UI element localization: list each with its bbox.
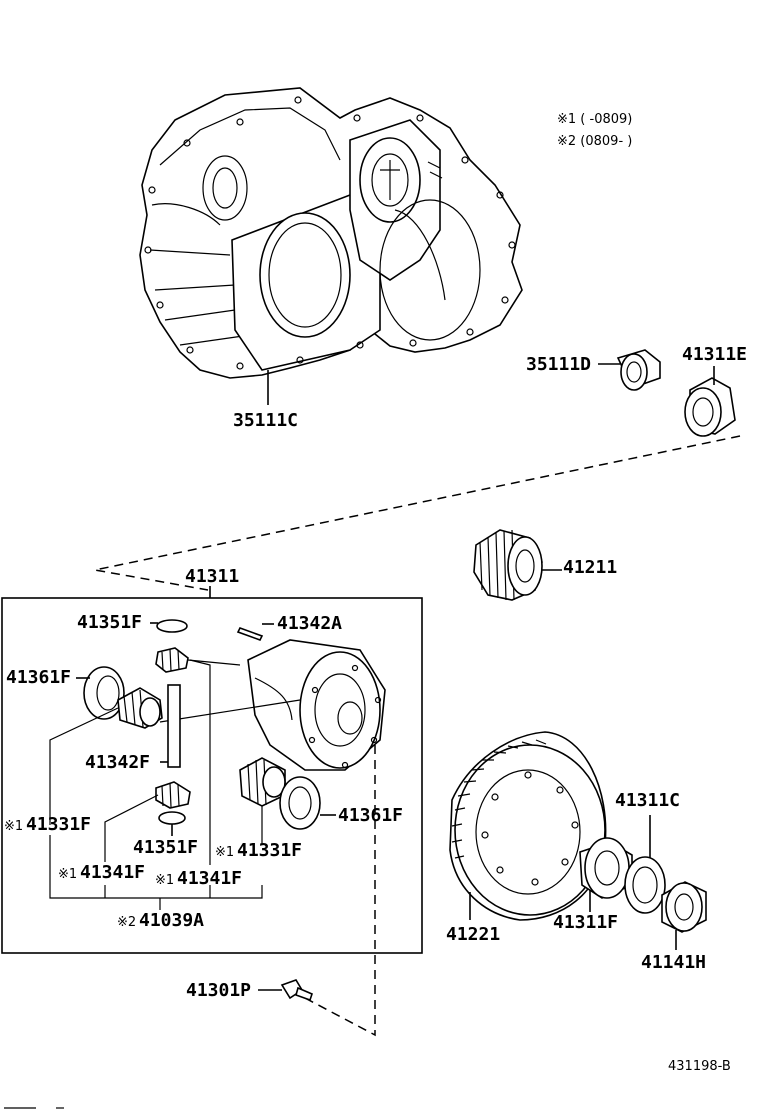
mark-41331F-right: ※1 bbox=[215, 845, 234, 860]
gear-41211-drawing[interactable] bbox=[473, 529, 543, 601]
differential-assembly-frame bbox=[1, 597, 423, 954]
label-41311F[interactable]: 41311F bbox=[553, 912, 618, 933]
bearing-race-41311C-drawing[interactable] bbox=[624, 856, 666, 914]
pinion-shaft-41342F-drawing[interactable] bbox=[167, 684, 181, 768]
bolt-41301P-drawing[interactable] bbox=[280, 979, 313, 1002]
label-41311[interactable]: 41311 bbox=[185, 566, 239, 587]
label-41341F-right[interactable]: 41341F bbox=[177, 868, 242, 889]
label-41331F-left[interactable]: 41331F bbox=[26, 814, 91, 835]
washer-41361F-right-drawing[interactable] bbox=[279, 776, 321, 830]
pinion-gear-top-drawing[interactable] bbox=[155, 647, 189, 673]
note-1: ※1 ( -0809) bbox=[557, 112, 632, 127]
ring-gear-41221-drawing[interactable] bbox=[449, 731, 607, 921]
label-41039A[interactable]: 41039A bbox=[139, 910, 204, 931]
label-41311E[interactable]: 41311E bbox=[682, 344, 747, 365]
label-41311C[interactable]: 41311C bbox=[615, 790, 680, 811]
label-41342A[interactable]: 41342A bbox=[277, 613, 342, 634]
catalog-code: 431198-B bbox=[668, 1059, 731, 1074]
side-gear-left-drawing[interactable] bbox=[117, 687, 163, 729]
label-41351F-top[interactable]: 41351F bbox=[77, 612, 142, 633]
mark-41331F-left: ※1 bbox=[4, 819, 23, 834]
label-41211[interactable]: 41211 bbox=[563, 557, 617, 578]
label-41342F[interactable]: 41342F bbox=[85, 752, 150, 773]
pinion-gear-bottom-drawing[interactable] bbox=[155, 781, 191, 809]
transaxle-housing-drawing[interactable] bbox=[139, 87, 523, 379]
label-41361F-right[interactable]: 41361F bbox=[338, 805, 403, 826]
note-2: ※2 (0809- ) bbox=[557, 134, 632, 149]
mark-41341F-left: ※1 bbox=[58, 867, 77, 882]
label-41141H[interactable]: 41141H bbox=[641, 952, 706, 973]
side-gear-right-drawing[interactable] bbox=[239, 757, 286, 807]
label-41361F-left[interactable]: 41361F bbox=[6, 667, 71, 688]
label-41331F-right[interactable]: 41331F bbox=[237, 840, 302, 861]
pin-41342A-drawing[interactable] bbox=[236, 627, 264, 641]
label-41301P[interactable]: 41301P bbox=[186, 980, 251, 1001]
bearing-41311E-drawing[interactable] bbox=[684, 377, 736, 437]
mark-41039A: ※2 bbox=[117, 915, 136, 930]
label-41341F-left[interactable]: 41341F bbox=[80, 862, 145, 883]
label-41351F-bottom[interactable]: 41351F bbox=[133, 837, 198, 858]
label-35111C[interactable]: 35111C bbox=[233, 410, 298, 431]
differential-case-drawing[interactable] bbox=[247, 639, 386, 771]
washer-41361F-left-drawing[interactable] bbox=[83, 666, 125, 720]
label-41221[interactable]: 41221 bbox=[446, 924, 500, 945]
washer-41351F-top-drawing[interactable] bbox=[156, 619, 188, 633]
seal-41141H-drawing[interactable] bbox=[661, 881, 707, 933]
label-35111D[interactable]: 35111D bbox=[526, 354, 591, 375]
oil-seal-35111D-drawing[interactable] bbox=[616, 349, 661, 391]
mark-41341F-right: ※1 bbox=[155, 873, 174, 888]
washer-41351F-bottom-drawing[interactable] bbox=[158, 811, 186, 825]
